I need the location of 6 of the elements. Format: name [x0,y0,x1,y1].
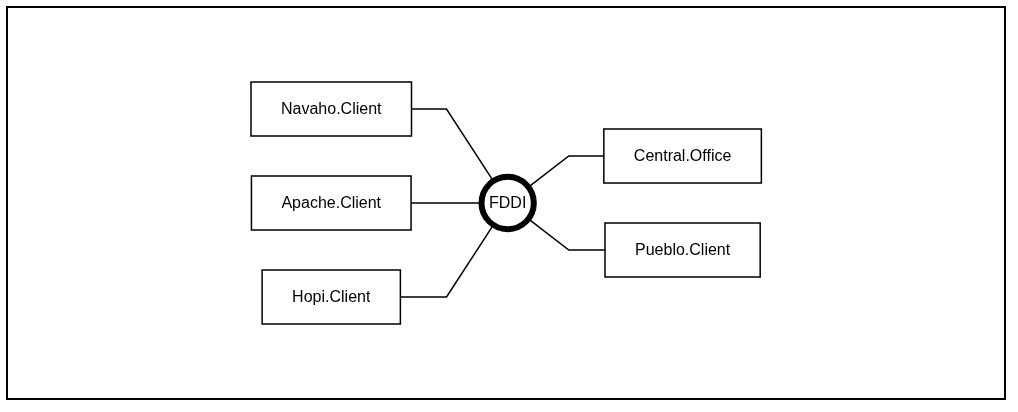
node-box: Hopi.Client [261,269,401,325]
node-box: Apache.Client [250,175,412,231]
node-box: Pueblo.Client [604,222,761,278]
node-box: Navaho.Client [250,81,413,137]
node-box: Central.Office [602,128,762,184]
node-circle: FDDI [478,173,537,233]
